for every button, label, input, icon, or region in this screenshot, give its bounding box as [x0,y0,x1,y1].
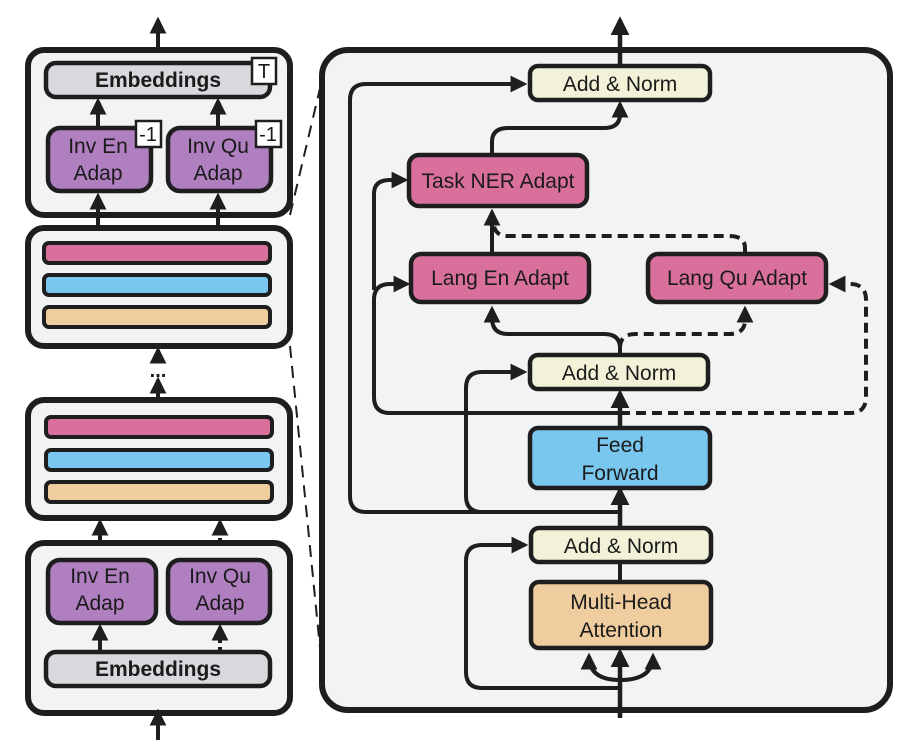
arrow-lang-qu-to-task [492,225,747,252]
lang-qu-adapt-label: Lang Qu Adapt [667,267,807,290]
task-ner-adapt-label: Task NER Adapt [422,170,575,193]
left-bottom-inv-en-label-1: Inv En [70,565,130,588]
add-norm-top-label: Add & Norm [563,73,677,96]
lower-layer-attention-stripe [44,480,274,504]
lang-qu-adapt-box [645,251,829,305]
arrow-task-to-addnorm [490,100,629,153]
residual-to-task-ner-adapt [372,171,409,290]
left-bottom-inv-qu-label-2: Adap [195,592,244,615]
left-top-embeddings-label: Embeddings [95,69,221,92]
task-ner-adapt-box [406,152,590,209]
upper-layer-adapter-stripe [42,241,272,265]
feed-forward-label-2: Forward [581,462,658,485]
multi-head-attention-label-1: Multi-Head [570,591,672,614]
multi-head-attention-label-2: Attention [580,619,663,642]
zoom-line-bottom [289,345,323,669]
arrow-addnorm-to-lang-qu [618,305,754,349]
upper-layer-attention-stripe [42,305,272,329]
left-bottom-inv-qu-adapter [165,557,273,626]
left-top-inv-qu-label-1: Inv Qu [187,135,249,158]
inv-qu-inverse-badge [254,119,283,149]
left-top-inv-en-label-1: Inv En [68,135,128,158]
residual-to-lang-qu-adapt [620,275,868,415]
lang-en-adapt-label: Lang En Adapt [431,267,569,290]
add-norm-middle-label: Add & Norm [562,362,676,385]
left-bottom-embeddings-label: Embeddings [95,658,221,681]
left-bottom-inv-qu-label-1: Inv Qu [189,565,251,588]
residual-to-top-addnorm [348,75,620,514]
inv-en-inverse-badge [134,119,163,149]
left-top-inv-qu-label-2: Adap [193,162,242,185]
lang-en-adapt-box [408,251,592,305]
transpose-superscript: T [258,61,270,83]
lower-layer-ffn-stripe [44,448,274,472]
residual-to-lang-en-adapt [372,275,620,415]
left-bottom-inv-en-label-2: Adap [75,592,124,615]
layers-ellipsis: ... [150,360,167,382]
residual-to-bottom-addnorm [464,536,620,690]
lower-layer-adapter-stripe [44,415,274,439]
left-top-inv-en-label-2: Adap [73,162,122,185]
inv-qu-inverse-superscript: -1 [259,124,277,146]
left-bottom-embeddings-box [43,649,273,689]
add-norm-middle-box [527,352,711,392]
feed-forward-label-1: Feed [596,434,644,457]
add-norm-top-box [527,63,713,103]
left-bottom-inv-en-adapter [45,557,159,626]
multi-head-attention-box [528,579,714,651]
upper-layer-ffn-stripe [42,273,272,297]
feed-forward-box [527,425,713,491]
add-norm-bottom-label: Add & Norm [564,535,678,558]
zoom-line-top [289,79,323,216]
arrow-mha-split-left [580,652,621,682]
inv-en-inverse-superscript: -1 [139,124,157,146]
transpose-badge [250,56,278,86]
add-norm-bottom-box [528,525,714,565]
arrow-mha-split-right [619,652,662,682]
